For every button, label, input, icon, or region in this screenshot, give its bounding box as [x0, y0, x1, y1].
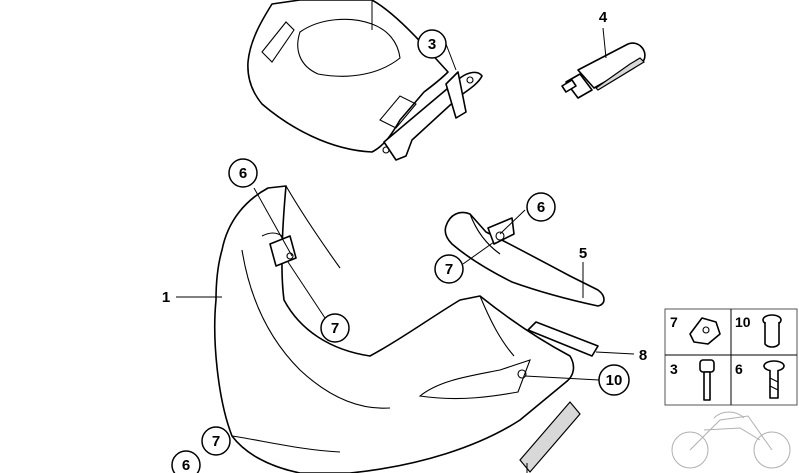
side-bracket-part: [444, 211, 605, 307]
label-5: 5: [579, 245, 587, 262]
callout-7-lower: 7: [201, 426, 231, 456]
svg-text:7: 7: [331, 320, 339, 337]
svg-text:6: 6: [537, 199, 545, 216]
legend-cell-3: 3: [670, 359, 715, 401]
main-fairing-part: [214, 185, 575, 473]
svg-text:3: 3: [670, 361, 678, 377]
svg-text:6: 6: [735, 361, 743, 377]
hardware-legend: 7 10 3 6: [664, 308, 798, 469]
adhesive-tube-part: [561, 42, 646, 99]
legend-cell-7: 7: [670, 314, 721, 345]
svg-text:7: 7: [445, 261, 453, 278]
callout-7-right: 7: [434, 254, 464, 284]
callout-10: 10: [598, 364, 630, 396]
callout-6-top: 6: [228, 158, 258, 188]
label-8: 8: [639, 347, 647, 364]
spring-nut-icon: [689, 317, 721, 345]
label-4: 4: [599, 9, 608, 26]
callout-7-upper: 7: [320, 313, 350, 343]
oval-screw-icon: [763, 360, 785, 372]
leader-lines: [176, 0, 635, 473]
trim-strip-part: [519, 321, 599, 473]
svg-text:7: 7: [212, 433, 220, 450]
callout-6-bottom: 6: [171, 450, 201, 473]
svg-text:6: 6: [239, 165, 247, 182]
legend-cell-10: 10: [735, 314, 782, 348]
label-1: 1: [162, 289, 170, 306]
svg-text:6: 6: [182, 457, 190, 473]
callout-6-right: 6: [526, 192, 556, 222]
svg-text:7: 7: [670, 314, 678, 330]
svg-text:10: 10: [606, 372, 623, 389]
svg-text:10: 10: [735, 314, 751, 330]
upper-fairing-part: [247, 0, 483, 161]
svg-text:3: 3: [428, 36, 436, 53]
legend-cell-6: 6: [735, 360, 785, 399]
motorcycle-locator-icon: [671, 411, 791, 469]
callout-3: 3: [417, 29, 447, 59]
screw-head-icon: [699, 359, 715, 373]
